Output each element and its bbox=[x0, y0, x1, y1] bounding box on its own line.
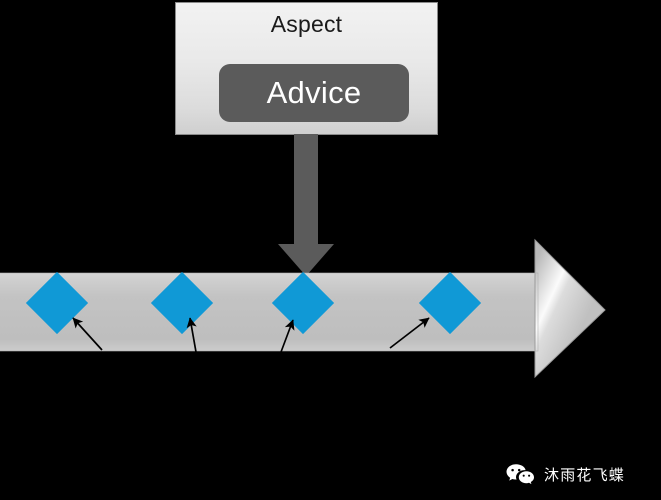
advice-chip-label: Advice bbox=[266, 75, 362, 110]
watermark-text: 沐雨花飞蝶 bbox=[544, 466, 626, 484]
aspect-box-title: Aspect bbox=[270, 11, 343, 37]
advice-chip[interactable]: Advice bbox=[219, 64, 409, 122]
wechat-icon bbox=[506, 464, 534, 485]
watermark: 沐雨花飞蝶 bbox=[505, 462, 625, 486]
downward-weave-arrow bbox=[278, 134, 334, 276]
aspect-box[interactable]: Aspect Advice bbox=[175, 2, 438, 135]
